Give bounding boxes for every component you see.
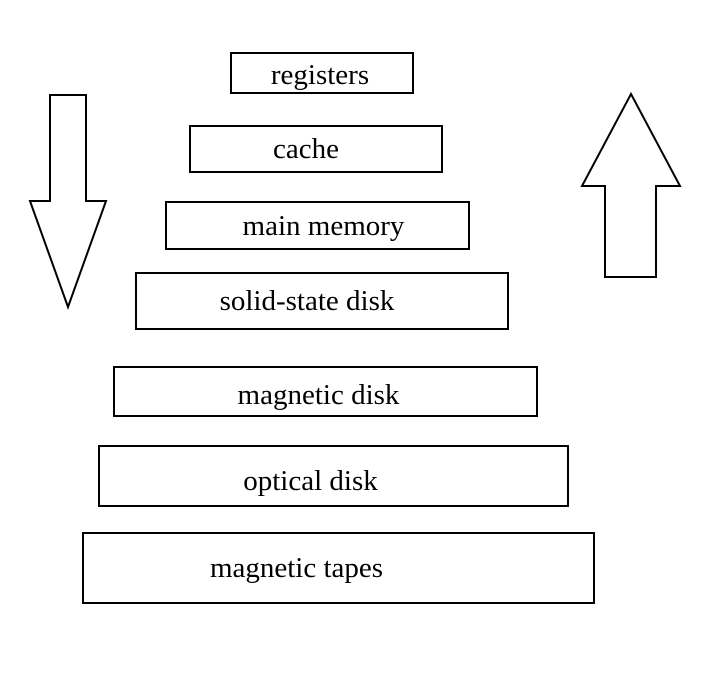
tier-cache: cache — [189, 125, 443, 173]
tier-magnetic-disk: magnetic disk — [113, 366, 538, 417]
tier-registers-label: registers — [270, 58, 370, 91]
tier-registers: registers — [230, 52, 414, 94]
tier-main-memory-label: main memory — [242, 210, 405, 242]
tier-solid-state-disk-label: solid-state disk — [219, 284, 395, 317]
tier-solid-state-disk: solid-state disk — [135, 272, 509, 330]
tier-cache-label: cache — [273, 132, 339, 165]
tier-optical-disk: optical disk — [98, 445, 569, 507]
tier-optical-disk-label: optical disk — [243, 464, 378, 497]
tier-magnetic-disk-label: magnetic disk — [237, 379, 400, 411]
tier-magnetic-tapes: magnetic tapes — [82, 532, 595, 604]
tier-main-memory: main memory — [165, 201, 470, 250]
tier-magnetic-tapes-label: magnetic tapes — [209, 551, 384, 584]
